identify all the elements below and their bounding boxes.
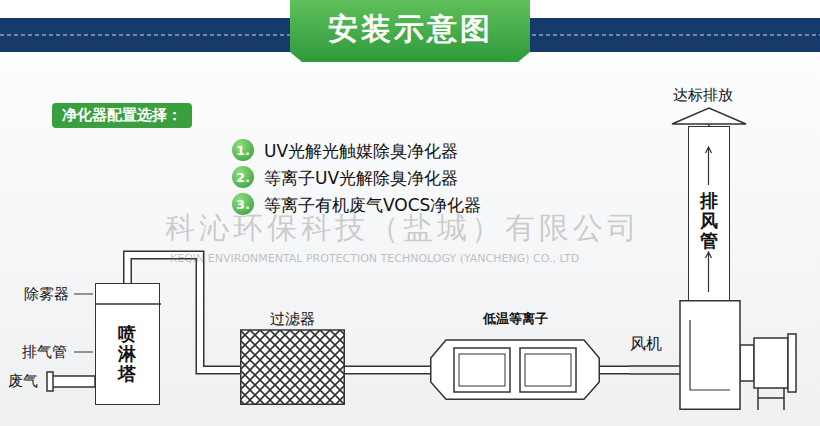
fan-housing [630,300,742,410]
option-text: UV光解光触媒除臭净化器 [264,140,458,163]
fan-inlet-pipe [630,366,680,374]
duct-pipe [345,370,430,371]
inlet-pipe [52,376,95,387]
stack-cap [672,108,746,124]
door-panel [525,354,571,386]
fan-unit: 风机 [630,300,742,410]
watermark: KEQIN ENVIRONMENTAL PROTECTION TECHNOLOG… [170,252,579,265]
number-ball: 2. [232,166,254,188]
access-door [454,348,510,392]
node-label: 风机 [630,334,662,355]
motor-stand [758,388,784,410]
node-label: 2. [236,170,250,185]
watermark: 科沁环保科技（盐城）有限公司 [165,208,641,249]
option-tag: 净化器配置选择： [52,103,192,128]
spray-tower: 喷淋塔 [95,283,160,405]
access-door [520,348,576,392]
node-label: 1. [236,143,250,158]
inlet-flange [47,372,53,391]
part-label: 排气管 [22,343,67,362]
node-label: 喷淋塔 [118,324,136,383]
casing-detail [690,320,730,390]
option-text: 等离子UV光解除臭净化器 [264,167,458,190]
motor-flange [788,334,796,392]
outlet-label: 达标排放 [673,86,733,105]
node-label: 净化器配置选择： [62,106,182,125]
filter-media [241,330,345,404]
motor-body [754,338,788,388]
exhaust-stack: 排风管 [688,126,730,301]
leader-line [74,352,93,353]
flow-arrow [706,252,712,292]
demister-divider [96,303,161,305]
door-panel [459,354,505,386]
node-label: 排风管 [700,191,718,250]
plasma-unit: 低温等离子 [430,310,600,400]
pipe-wall [345,366,430,375]
motor-neck [740,345,754,381]
part-label: 废气 [8,372,38,391]
flow-arrow [706,147,712,185]
node-label: 过滤器 [240,310,345,328]
pipe-bore [345,367,430,373]
leader-line [74,294,93,295]
duct-pipe [600,370,630,371]
fan-casing [680,301,740,410]
pipe-bore [600,367,630,373]
number-ball: 1. [232,139,254,161]
plasma-housing [431,340,600,399]
pipe-wall [600,366,630,375]
part-label: 除雾器 [24,285,69,304]
filter-box: 过滤器 [240,310,345,405]
node-label: 3. [236,197,250,212]
node-label: 低温等离子 [430,310,600,328]
page-title: 安装示意图 [0,9,820,50]
